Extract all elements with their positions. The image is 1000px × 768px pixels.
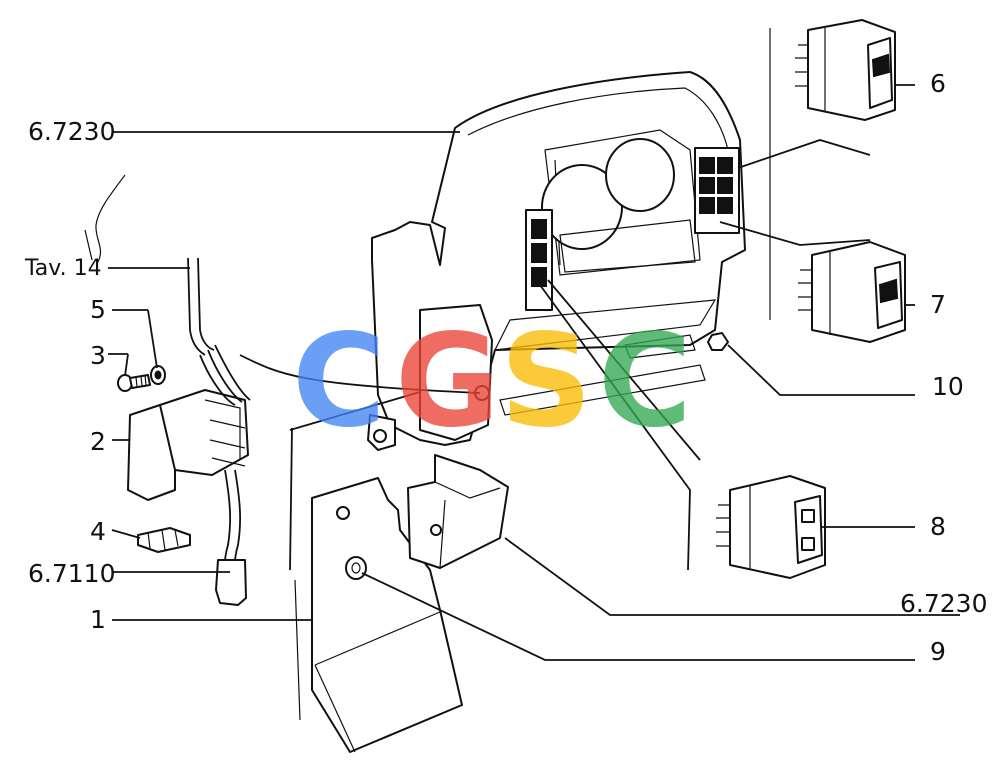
mounting-plate [311,477,463,753]
label-4: 4 [90,517,106,546]
watermark-letter-g: G [395,307,500,456]
label-6: 6 [930,69,946,98]
label-6-7230-bottom: 6.7230 [900,589,987,618]
watermark-letter-c2: C [598,307,692,456]
harness-connector [215,559,247,606]
dashboard-panel [367,71,746,451]
washer-icon [150,365,166,385]
handwritten-mark [84,174,126,263]
label-tav: Tav. 14 [24,256,102,281]
channel-bracket [407,454,509,569]
rocker-switch-8 [716,475,826,579]
label-8: 8 [930,512,946,541]
watermark: C G S C [292,307,692,456]
label-6-7230-top: 6.7230 [28,117,115,146]
label-1: 1 [90,605,106,634]
screw-icon [117,374,151,392]
label-9: 9 [930,637,946,666]
nut-icon [345,556,367,580]
watermark-letter-s: S [500,307,592,456]
rocker-switch-6 [795,19,896,121]
leader-lines [108,28,960,721]
label-3: 3 [90,341,106,370]
label-6-7110: 6.7110 [28,559,115,588]
relay-block [127,344,251,501]
rocker-switch-7 [798,241,906,343]
small-nut-icon [707,332,729,351]
wiring-harness [187,257,206,356]
label-7: 7 [930,290,946,319]
label-10: 10 [932,372,964,401]
watermark-letter-c1: C [292,307,386,456]
label-5: 5 [90,295,106,324]
label-2: 2 [90,427,106,456]
fuse-icon [137,527,191,553]
